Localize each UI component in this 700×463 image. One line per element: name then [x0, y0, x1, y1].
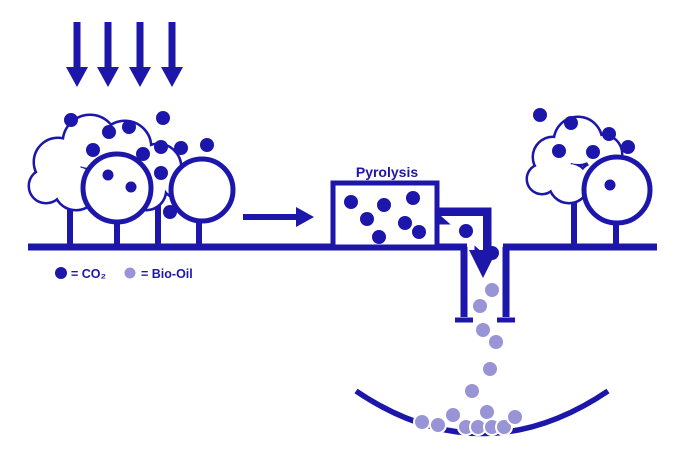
co2-magnifier-bubble: [581, 154, 653, 226]
channel-dots: [459, 224, 499, 260]
right-arrow-icon: [243, 207, 314, 227]
co2-dots: [64, 111, 214, 219]
bio-oil-pile-dots: [413, 403, 524, 436]
sunlight-arrows: [66, 22, 183, 87]
burial-trench: [455, 247, 515, 323]
left-trees: [30, 111, 236, 250]
down-arrow-icon: [161, 22, 183, 87]
bio-oil-legend-label: = Bio-Oil: [141, 267, 193, 281]
biomass-dots: [344, 191, 426, 244]
co2-legend-dot: [55, 267, 67, 279]
down-arrow-icon: [129, 22, 151, 87]
injection-channel: [438, 207, 499, 278]
pyrolysis-label: Pyrolysis: [356, 164, 418, 180]
bio-oil-legend-dot: [122, 265, 138, 281]
bio-oil-falling-dots: [463, 281, 505, 400]
down-arrow-icon: [66, 22, 88, 87]
round-tree-canopy: [168, 156, 236, 224]
co2-legend-label: = CO₂: [71, 267, 106, 281]
legend: = CO₂ = Bio-Oil: [55, 265, 193, 281]
right-tree: [528, 108, 653, 250]
pyrolysis-unit: Pyrolysis: [330, 164, 440, 250]
co2-dots: [533, 108, 635, 191]
co2-magnifier-bubble: [80, 151, 154, 225]
down-arrow-icon: [97, 22, 119, 87]
